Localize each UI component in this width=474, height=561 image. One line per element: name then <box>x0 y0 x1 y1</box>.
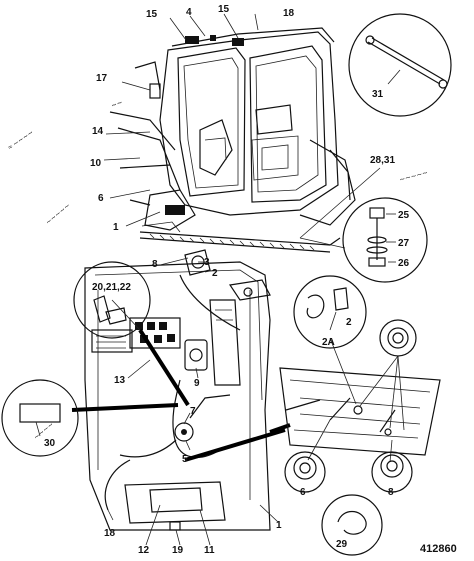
callout-19: 19 <box>172 545 184 556</box>
callout-30: 30 <box>44 438 56 449</box>
label-detail <box>1 379 79 457</box>
callout-17: 17 <box>96 73 108 84</box>
ignition-switch <box>174 422 194 442</box>
callout-12: 12 <box>138 545 150 556</box>
callout-8: 8 <box>152 259 158 270</box>
callout-4: 4 <box>186 7 192 18</box>
callout-20-21-22: 20,21,22 <box>92 282 131 293</box>
callout-5: 5 <box>182 454 188 465</box>
callout-labels: 15 4 16 15 18 17 14 10 6 1 31 28,31 25 2… <box>44 4 410 556</box>
callout-9: 9 <box>194 378 200 389</box>
drawing-number: 412860 <box>420 543 457 555</box>
callout-14: 14 <box>92 126 104 137</box>
svg-text:∼∼∼∼∼: ∼∼∼∼∼ <box>399 170 429 184</box>
callout-26: 26 <box>398 258 410 269</box>
callout-25: 25 <box>398 210 410 221</box>
seal-detail <box>321 494 383 556</box>
grommet-detail-left <box>284 451 326 493</box>
callout-13: 13 <box>114 375 126 386</box>
callout-15: 15 <box>146 9 158 20</box>
callout-31: 31 <box>372 89 384 100</box>
panel-assembly <box>279 337 441 463</box>
excavator-cab-drawing <box>103 13 381 253</box>
frame-harness-drawing <box>71 249 291 546</box>
callout-16: 15 <box>218 4 230 15</box>
washer-detail <box>379 319 417 357</box>
callout-10: 10 <box>90 158 102 169</box>
callout-2a: 2A <box>322 337 335 348</box>
callout-1: 1 <box>113 222 119 233</box>
callout-1-lower: 1 <box>276 520 282 531</box>
clip-detail <box>293 275 367 349</box>
callout-18-lower: 18 <box>104 528 116 539</box>
relay-block <box>91 317 181 353</box>
callout-6: 6 <box>98 193 104 204</box>
callout-7: 7 <box>190 406 196 417</box>
callout-3: 3 <box>204 257 210 268</box>
track-links <box>149 233 315 251</box>
callout-8-right: 8 <box>388 487 394 498</box>
fuse-detail <box>73 261 151 339</box>
svg-text:∼∼∼∼∼: ∼∼∼∼∼ <box>45 202 72 226</box>
callout-2-right: 2 <box>346 317 352 328</box>
svg-text:≈ ∼∼∼∼: ≈ ∼∼∼∼ <box>7 129 35 152</box>
grommet-detail-right <box>371 451 413 493</box>
svg-text:∼∼: ∼∼ <box>110 99 124 110</box>
callout-27: 27 <box>398 238 410 249</box>
callout-11: 11 <box>204 545 215 556</box>
bolt-stack-detail <box>342 197 428 283</box>
callout-18: 18 <box>283 8 295 19</box>
callout-29: 29 <box>336 539 348 550</box>
callout-2: 2 <box>212 268 218 279</box>
strap-detail <box>348 13 452 117</box>
callout-28-31: 28,31 <box>370 155 395 166</box>
callout-6-right: 6 <box>300 487 306 498</box>
